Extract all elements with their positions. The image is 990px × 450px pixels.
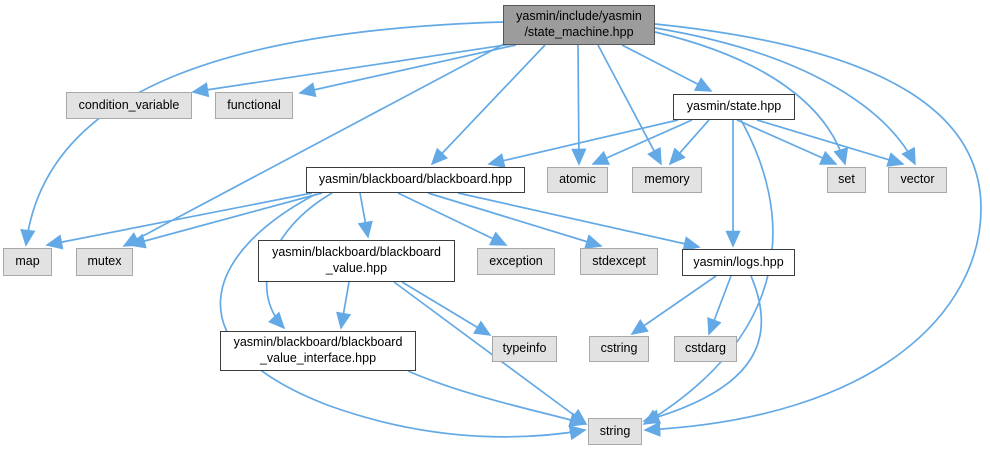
- node-label: _value_interface.hpp: [259, 351, 377, 365]
- node-cstdarg: cstdarg: [674, 336, 737, 362]
- edge-state_machine-mutex: [122, 42, 507, 247]
- edge-state_machine-blackboard: [430, 44, 546, 166]
- node-label: vector: [900, 172, 935, 187]
- edge-blackboard-map: [45, 192, 313, 250]
- edge-logs-string: [642, 275, 763, 425]
- node-logs[interactable]: yasmin/logs.hpp: [682, 249, 795, 276]
- node-string: string: [588, 418, 642, 445]
- node-typeinfo: typeinfo: [492, 336, 557, 362]
- node-label: yasmin/blackboard/blackboard.hpp: [318, 172, 513, 187]
- edge-logs-cstring: [630, 275, 717, 335]
- node-label: cstring: [600, 341, 638, 356]
- node-state[interactable]: yasmin/state.hpp: [673, 94, 795, 120]
- node-label: string: [599, 423, 631, 438]
- node-stdexcept: stdexcept: [580, 248, 658, 275]
- node-label: memory: [644, 172, 690, 187]
- node-memory: memory: [632, 167, 702, 193]
- node-label: cstdarg: [685, 341, 726, 356]
- edge-blackboard_value_interface-string: [407, 370, 587, 427]
- edge-state_machine-state: [621, 44, 713, 92]
- node-set: set: [827, 167, 866, 193]
- edge-blackboard-mutex: [128, 192, 323, 249]
- node-label: yasmin/blackboard/blackboard: [233, 335, 403, 350]
- edge-state-atomic: [591, 119, 693, 165]
- edge-state_machine-condition_variable: [191, 43, 513, 98]
- node-blackboard[interactable]: yasmin/blackboard/blackboard.hpp: [306, 167, 525, 193]
- node-mutex: mutex: [76, 248, 133, 276]
- edge-state_machine-string: [643, 23, 982, 437]
- edge-state-vector: [756, 119, 905, 167]
- edge-state_machine-set: [654, 31, 849, 166]
- edge-logs-cstdarg: [707, 275, 732, 336]
- node-label: yasmin/blackboard/blackboard: [272, 245, 441, 260]
- node-label: stdexcept: [592, 253, 646, 268]
- node-state_machine: yasmin/include/yasmin/state_machine.hpp: [503, 5, 655, 45]
- node-label: typeinfo: [502, 341, 547, 356]
- node-label: exception: [489, 253, 543, 268]
- node-label: _value.hpp: [325, 261, 388, 275]
- node-label: set: [838, 172, 855, 187]
- edge-blackboard-string: [219, 193, 587, 441]
- node-label: mutex: [87, 254, 122, 269]
- edge-blackboard-blackboard_value: [357, 192, 373, 239]
- edge-blackboard_value-string: [393, 281, 588, 426]
- node-atomic: atomic: [547, 167, 608, 193]
- node-functional: functional: [215, 92, 293, 119]
- edge-state-blackboard: [487, 119, 679, 168]
- node-blackboard_value[interactable]: yasmin/blackboard/blackboard_value.hpp: [258, 240, 455, 282]
- edge-blackboard-logs: [457, 192, 701, 252]
- edge-blackboard_value-blackboard_value_interface: [336, 281, 352, 330]
- node-label: atomic: [559, 172, 596, 187]
- node-label: functional: [227, 97, 281, 112]
- edge-state_machine-functional: [298, 44, 517, 98]
- edge-state_machine-memory: [597, 44, 662, 166]
- edge-blackboard-exception: [397, 192, 508, 246]
- node-label: yasmin/include/yasmin: [516, 9, 642, 24]
- node-exception: exception: [477, 248, 555, 275]
- node-label: yasmin/state.hpp: [686, 99, 782, 114]
- node-label: yasmin/logs.hpp: [693, 254, 784, 269]
- node-blackboard_value_interface[interactable]: yasmin/blackboard/blackboard_value_inter…: [220, 331, 416, 371]
- node-cstring: cstring: [589, 336, 649, 362]
- edge-state_machine-map: [20, 21, 504, 247]
- node-label: condition_variable: [78, 97, 180, 112]
- edge-blackboard_value-typeinfo: [401, 281, 492, 336]
- node-label: /state_machine.hpp: [524, 25, 634, 39]
- node-map: map: [3, 248, 52, 276]
- node-vector: vector: [888, 167, 947, 193]
- edge-blackboard-stdexcept: [427, 192, 603, 249]
- edge-state_machine-vector: [654, 27, 916, 166]
- edge-state-memory: [668, 119, 710, 166]
- node-condition_variable: condition_variable: [66, 92, 192, 119]
- edge-state_machine-atomic: [571, 44, 587, 166]
- edge-state-set: [736, 119, 838, 165]
- node-label: map: [15, 254, 40, 269]
